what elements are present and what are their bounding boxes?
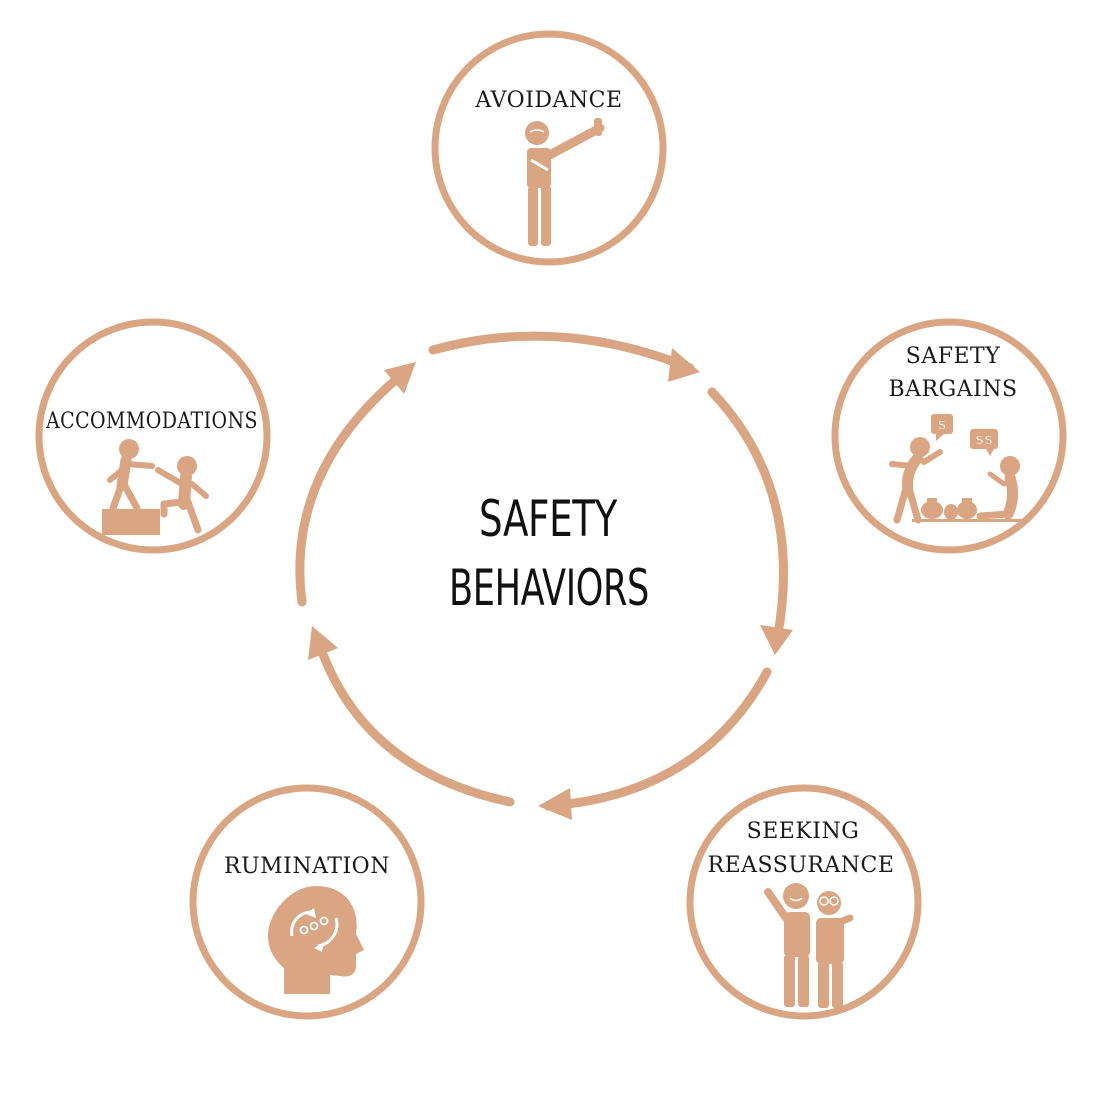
- node-seeking-reassurance: SEEKING REASSURANCE: [686, 784, 922, 1020]
- two-people-embracing-icon: [764, 883, 854, 1008]
- node-ring: [189, 784, 425, 1020]
- arrowhead-left: [384, 362, 416, 394]
- speech-bubble-dollar: [931, 414, 953, 434]
- node-label-seeking-reassurance-line1: SEEKING: [747, 819, 860, 844]
- cycle-arrows: [295, 331, 788, 811]
- person-refusing-icon: [525, 118, 605, 246]
- node-rumination: RUMINATION: [189, 784, 425, 1020]
- center-title-line2: BEHAVIORS: [449, 559, 649, 617]
- arrowhead-bottom-right: [538, 788, 572, 820]
- arrowhead-right: [760, 625, 793, 655]
- bargaining-people-icon: $ $$: [889, 414, 1028, 524]
- arrowhead-bottom-left: [308, 626, 338, 660]
- symbol-dollar: $: [937, 418, 946, 433]
- symbol-double-dollar: $$: [975, 433, 993, 448]
- node-label-accommodations: ACCOMMODATIONS: [45, 409, 258, 434]
- node-label-seeking-reassurance-line2: REASSURANCE: [708, 853, 895, 878]
- cycle-arrow-right: [707, 387, 788, 645]
- node-ring: [431, 30, 667, 266]
- node-label-safety-bargains-line2: BARGAINS: [888, 377, 1017, 402]
- node-label-avoidance: AVOIDANCE: [474, 88, 622, 113]
- node-ring: [831, 318, 1067, 554]
- node-ring: [35, 318, 271, 554]
- cycle-arrow-left: [295, 367, 410, 607]
- head-cycle-icon: [268, 886, 364, 994]
- cycle-arrow-bottom-right: [543, 667, 772, 811]
- step-box: [102, 509, 160, 535]
- arrowhead-top: [668, 348, 700, 382]
- node-ring: [686, 784, 922, 1020]
- speech-bubble-double-dollar: [970, 429, 998, 449]
- node-safety-bargains: SAFETY BARGAINS $ $$: [831, 318, 1067, 554]
- node-label-rumination: RUMINATION: [224, 854, 390, 879]
- node-avoidance: AVOIDANCE: [431, 30, 667, 266]
- cycle-arrowheads: [308, 348, 793, 820]
- cycle-arrow-top: [428, 331, 695, 373]
- node-label-safety-bargains-line1: SAFETY: [906, 344, 1000, 369]
- helping-hand-step-icon: [102, 439, 209, 535]
- center-title-line1: SAFETY: [479, 490, 618, 548]
- cycle-arrow-bottom-left: [313, 635, 515, 807]
- node-accommodations: ACCOMMODATIONS: [35, 318, 271, 554]
